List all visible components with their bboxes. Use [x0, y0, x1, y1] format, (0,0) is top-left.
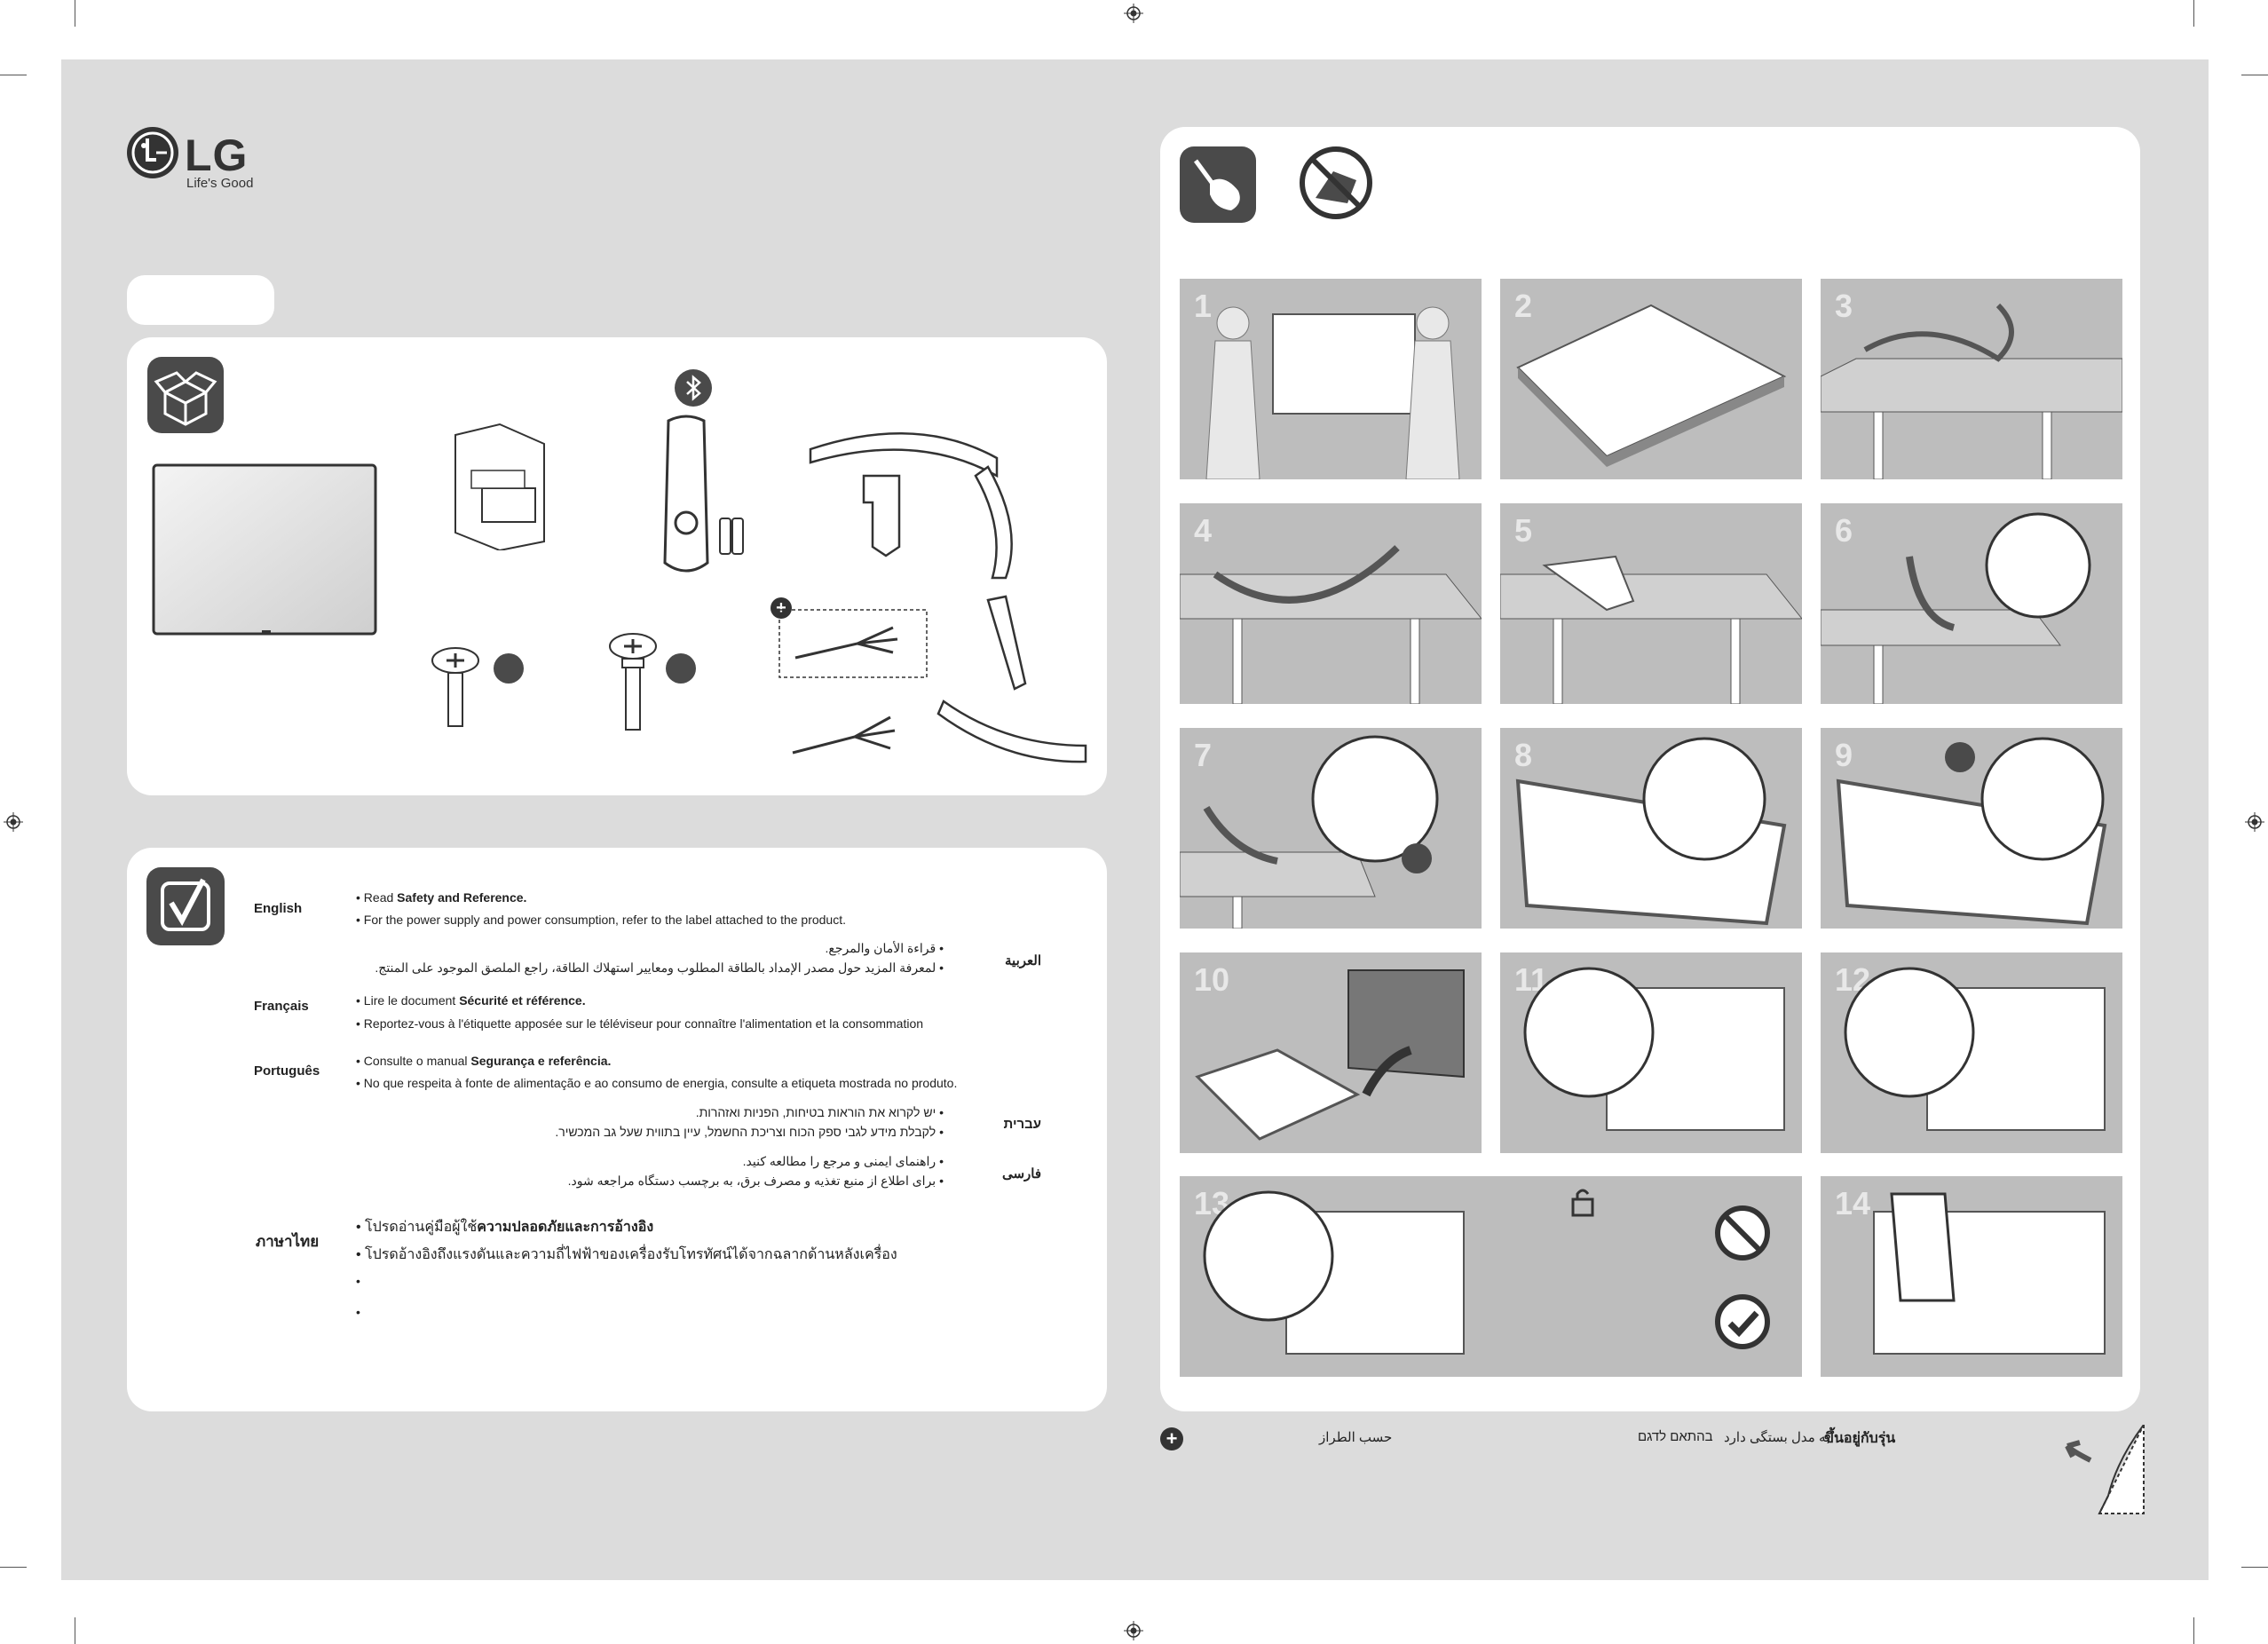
cable-cover-illustration	[986, 595, 1027, 691]
unpack-icon	[147, 357, 224, 433]
plus-icon: +	[1160, 1427, 1183, 1450]
screw-b-count-badge	[666, 653, 696, 684]
step-2: 2	[1500, 279, 1802, 479]
footer-note-farsi: به مدل بستگی دارد	[1724, 1430, 1830, 1445]
step-1: 1	[1180, 279, 1482, 479]
lang-english: English	[254, 901, 303, 916]
stand-illustration	[809, 432, 1013, 580]
step-7: 7	[1180, 728, 1482, 929]
thai-line-1: • โปรดอ่านคู่มือผู้ใช้ความปลอดภัยและการอ…	[356, 1220, 654, 1235]
step-9-screw-badge	[1945, 742, 1975, 772]
hebrew-line-2: • לקבלת מידע לגבי ספק הכוח וצריכת החשמל,…	[555, 1125, 944, 1139]
footer-note-hebrew: בהתאם לדגם	[1638, 1429, 1713, 1444]
prohibited-icon	[1715, 1205, 1770, 1261]
step-12: 12	[1821, 952, 2122, 1153]
step-11: 11	[1500, 952, 1802, 1153]
step-4: 4	[1180, 503, 1482, 704]
screw-a-count-badge	[494, 653, 524, 684]
step-3: 3	[1821, 279, 2122, 479]
check-icon	[1715, 1294, 1770, 1349]
francais-line-2: • Reportez-vous à l'étiquette apposée su…	[356, 1016, 924, 1031]
portugues-line-1: • Consulte o manual Segurança e referênc…	[356, 1054, 612, 1068]
manual-illustration	[454, 423, 545, 550]
av-cable-illustration	[792, 715, 896, 755]
screwdriver-icon	[1180, 146, 1256, 223]
lang-hebrew: עברית	[1003, 1117, 1041, 1132]
thai-line-2: • โปรดอ้างอิงถึงแรงดันและความถี่ไฟฟ้าของ…	[356, 1247, 897, 1262]
screw-b-illustration	[609, 633, 657, 731]
brand-tagline: Life's Good	[186, 176, 254, 191]
registration-mark-bottom	[1124, 1621, 1143, 1640]
arabic-line-1: • قراءة الأمان والمرجع.	[825, 941, 944, 955]
lang-farsi: فارسی	[1001, 1166, 1041, 1182]
step-14: 14	[1821, 1176, 2122, 1377]
info-card: English • Read Safety and Reference. • F…	[127, 848, 1107, 1411]
registration-mark-top	[1124, 4, 1143, 23]
lock-open-icon	[1571, 1189, 1594, 1217]
english-line-2: • For the power supply and power consump…	[356, 913, 847, 927]
portugues-line-2: • No que respeita à fonte de alimentação…	[356, 1076, 958, 1090]
farsi-line-1: • راهنمای ایمنی و مرجع را مطالعه کنید.	[742, 1154, 944, 1168]
step-10: 10	[1180, 952, 1482, 1153]
registration-mark-left	[4, 812, 23, 832]
lg-logo: LG Life's Good	[126, 126, 253, 191]
thai-line-3: •	[356, 1274, 360, 1288]
brand-name: LG	[185, 130, 249, 180]
lang-portugues: Português	[254, 1063, 320, 1079]
bluetooth-icon	[675, 369, 712, 407]
cable-tie-illustration	[936, 699, 1087, 763]
model-label-pill	[127, 275, 274, 325]
checklist-icon	[146, 867, 225, 945]
screw-a-illustration	[431, 647, 479, 727]
page-turn-icon	[2065, 1425, 2145, 1514]
step-9: 9	[1821, 728, 2122, 929]
av-cable-box	[778, 609, 928, 678]
step-5: 5	[1500, 503, 1802, 704]
arabic-line-2: • لمعرفة المزيد حول مصدر الإمداد بالطاقة…	[375, 960, 944, 975]
step-13: 13	[1180, 1176, 1802, 1377]
footer-note-arabic: حسب الطراز	[1319, 1430, 1393, 1445]
hebrew-line-1: • יש לקרוא את הוראות בטיחות, הפניות ואזה…	[695, 1105, 944, 1119]
plus-icon: +	[770, 597, 792, 619]
registration-mark-right	[2245, 812, 2264, 832]
english-line-1: • Read Safety and Reference.	[356, 890, 527, 905]
footer-note-thai: ขึ้นอยู่กับรุ่น	[1824, 1431, 1896, 1446]
contents-card: +	[127, 337, 1107, 795]
step-6: 6	[1821, 503, 2122, 704]
lg-face-icon	[127, 127, 178, 178]
thai-line-4: •	[356, 1305, 360, 1319]
tv-illustration	[152, 463, 377, 636]
step-7-screw-badge	[1402, 843, 1432, 873]
no-sharp-icon	[1298, 145, 1374, 221]
lang-thai: ภาษาไทย	[256, 1233, 320, 1250]
lang-arabic: العربية	[1005, 953, 1041, 968]
farsi-line-2: • برای اطلاع از منبع تغذیه و مصرف برق، ب…	[567, 1174, 944, 1188]
remote-illustration	[663, 415, 744, 573]
step-8: 8	[1500, 728, 1802, 929]
francais-line-1: • Lire le document Sécurité et référence…	[356, 993, 586, 1008]
lang-francais: Français	[254, 999, 309, 1014]
